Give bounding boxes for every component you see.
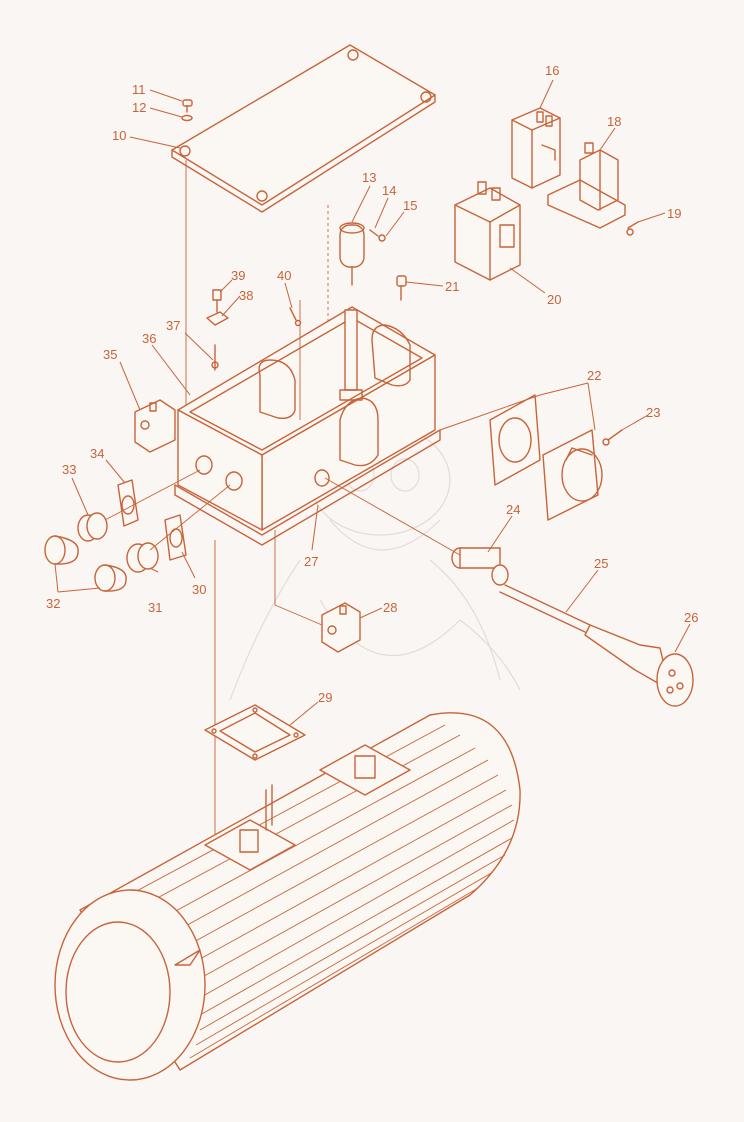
callout-39: 39 xyxy=(219,268,245,293)
svg-text:13: 13 xyxy=(362,170,376,185)
svg-text:36: 36 xyxy=(142,331,156,346)
washer-30 xyxy=(164,514,187,561)
svg-text:12: 12 xyxy=(132,100,146,115)
callout-32: 32 xyxy=(46,563,101,611)
svg-text:38: 38 xyxy=(239,288,253,303)
svg-text:25: 25 xyxy=(594,556,608,571)
svg-text:15: 15 xyxy=(403,198,417,213)
svg-text:34: 34 xyxy=(90,446,104,461)
callout-36: 36 xyxy=(142,331,191,396)
callout-33: 33 xyxy=(62,462,89,516)
callout-25: 25 xyxy=(565,556,608,613)
svg-text:14: 14 xyxy=(382,183,396,198)
gland-31 xyxy=(126,542,159,573)
svg-text:30: 30 xyxy=(192,582,206,597)
callout-28: 28 xyxy=(359,600,397,619)
svg-text:40: 40 xyxy=(277,268,291,283)
callout-23: 23 xyxy=(621,405,660,431)
part-37 xyxy=(211,344,219,371)
callout-30: 30 xyxy=(181,551,206,597)
callout-13: 13 xyxy=(351,170,376,223)
svg-text:33: 33 xyxy=(62,462,76,477)
callout-20: 20 xyxy=(509,267,561,307)
callout-15: 15 xyxy=(385,198,417,237)
gasket-29 xyxy=(204,704,306,761)
callout-37: 37 xyxy=(166,318,214,361)
washer-34 xyxy=(117,479,139,527)
cable-gland-24 xyxy=(451,547,509,586)
svg-text:29: 29 xyxy=(318,690,332,705)
cap-32a xyxy=(44,535,79,565)
svg-text:37: 37 xyxy=(166,318,180,333)
svg-text:39: 39 xyxy=(231,268,245,283)
svg-text:32: 32 xyxy=(46,596,60,611)
terminal-box xyxy=(174,300,441,546)
screw-40 xyxy=(289,307,302,327)
callout-10: 10 xyxy=(112,128,181,149)
svg-text:22: 22 xyxy=(587,368,601,383)
cable-25 xyxy=(499,584,591,633)
svg-text:16: 16 xyxy=(545,63,559,78)
callout-24: 24 xyxy=(487,502,520,553)
callout-29: 29 xyxy=(289,690,332,726)
contactor-16 xyxy=(511,107,561,189)
callout-35: 35 xyxy=(103,347,141,411)
svg-text:19: 19 xyxy=(667,206,681,221)
callout-26: 26 xyxy=(674,610,698,653)
cap-32b xyxy=(94,564,127,592)
callout-22: 22 xyxy=(439,368,601,431)
callout-11: 11 xyxy=(132,82,183,102)
callout-38: 38 xyxy=(221,288,253,317)
gasket-22 xyxy=(489,394,541,486)
svg-text:28: 28 xyxy=(383,600,397,615)
callout-16: 16 xyxy=(539,63,559,109)
terminal-block-35 xyxy=(134,399,176,453)
svg-text:21: 21 xyxy=(445,279,459,294)
capacitor-screws xyxy=(369,229,386,242)
svg-text:24: 24 xyxy=(506,502,520,517)
callout-34: 34 xyxy=(90,446,126,484)
screw-39 xyxy=(206,289,229,326)
terminal-block-28 xyxy=(321,602,361,653)
callout-21: 21 xyxy=(405,279,459,294)
svg-text:26: 26 xyxy=(684,610,698,625)
screw-19 xyxy=(626,221,639,236)
callout-18: 18 xyxy=(599,114,621,151)
cover-plate xyxy=(171,44,436,213)
svg-text:35: 35 xyxy=(103,347,117,362)
callout-14: 14 xyxy=(374,183,396,229)
svg-text:31: 31 xyxy=(148,600,162,615)
callout-27: 27 xyxy=(304,504,319,569)
relay-18 xyxy=(547,142,626,229)
callouts: 10 11 12 13 14 15 16 18 19 20 21 22 23 2… xyxy=(46,63,698,726)
bolt-21 xyxy=(396,275,407,301)
svg-text:10: 10 xyxy=(112,128,126,143)
socket-22 xyxy=(542,429,603,521)
svg-text:18: 18 xyxy=(607,114,621,129)
motor xyxy=(54,712,521,1081)
plug-26 xyxy=(584,624,694,707)
callout-31: 31 xyxy=(148,567,162,615)
alignment-lines xyxy=(185,160,329,840)
svg-text:11: 11 xyxy=(132,82,146,97)
svg-text:27: 27 xyxy=(304,554,318,569)
callout-12: 12 xyxy=(132,100,183,118)
callout-40: 40 xyxy=(277,268,293,309)
callout-19: 19 xyxy=(637,206,681,223)
contactor-20 xyxy=(454,181,521,281)
svg-text:20: 20 xyxy=(547,292,561,307)
screw-23 xyxy=(602,429,623,446)
svg-text:23: 23 xyxy=(646,405,660,420)
capacitor xyxy=(339,222,365,286)
gland-33 xyxy=(77,512,108,542)
cover-screw xyxy=(181,99,193,122)
